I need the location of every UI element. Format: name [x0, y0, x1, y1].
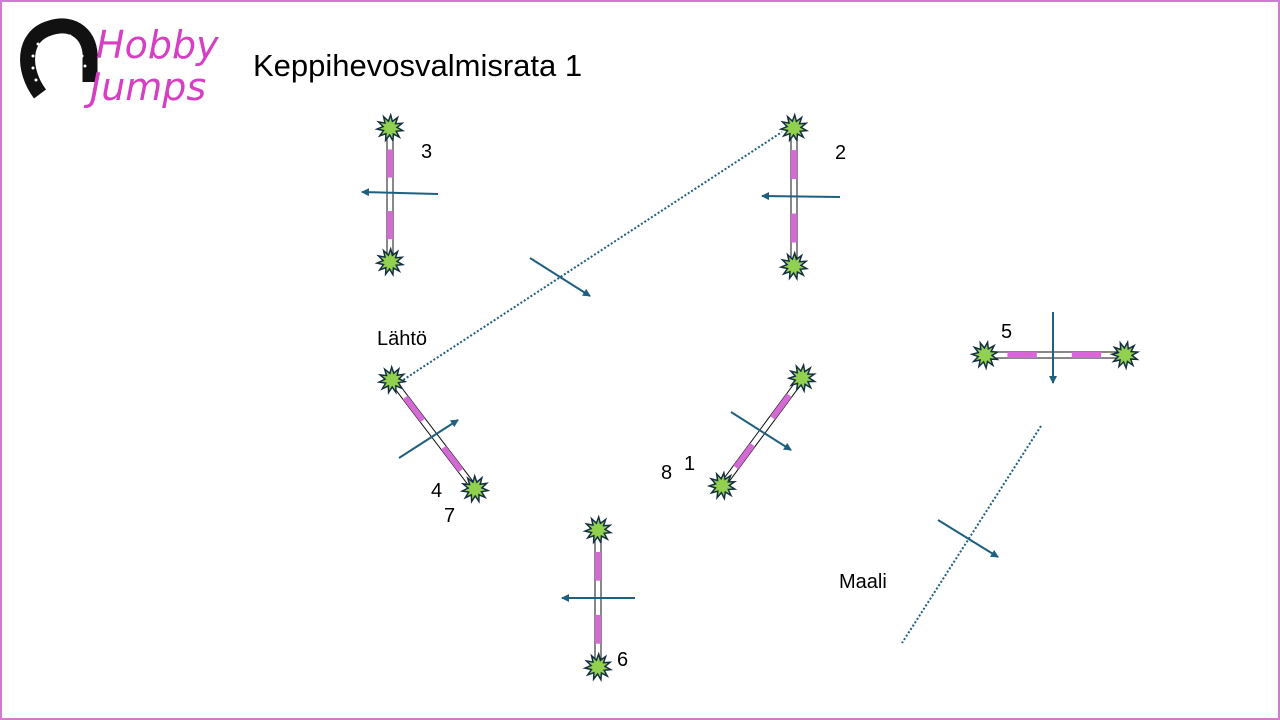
start-label: Lähtö — [377, 328, 427, 350]
direction-arrow-icon — [361, 188, 439, 197]
jump-number-6: 6 — [617, 649, 628, 671]
pole-stripe — [595, 551, 601, 581]
bush-icon — [786, 362, 817, 394]
bush-icon — [459, 473, 491, 504]
bush-icon — [376, 364, 408, 395]
pole — [386, 127, 394, 263]
pole-stripe — [402, 395, 426, 423]
direction-arrow-icon — [529, 257, 591, 297]
jump-number-7: 7 — [444, 505, 455, 527]
jump-number-3: 3 — [421, 141, 432, 163]
jump-5 — [969, 339, 1141, 371]
bush-icon — [374, 112, 406, 144]
bush-icon — [582, 651, 614, 683]
jump-number-4: 4 — [431, 480, 442, 502]
finish-label: Maali — [839, 571, 887, 593]
jump-number-1: 1 — [684, 453, 695, 475]
finish-line — [901, 425, 1042, 644]
bush-icon — [374, 246, 406, 278]
pole-stripe — [441, 445, 464, 473]
direction-arrow-icon — [730, 411, 792, 451]
jump-number-8: 8 — [661, 462, 672, 484]
bush-icon — [778, 250, 810, 282]
bush-icon — [1109, 339, 1141, 371]
pole-stripe — [770, 393, 792, 420]
logo: Hobby Jumps — [20, 18, 219, 109]
jump-3 — [374, 112, 406, 278]
pole-stripe — [791, 150, 797, 180]
start-line — [399, 131, 783, 383]
logo-text-jumps: Jumps — [83, 65, 206, 109]
page-title: Keppihevosvalmisrata 1 — [253, 48, 582, 83]
bush-icon — [969, 339, 1001, 371]
direction-arrow-icon — [937, 519, 999, 558]
pole-stripe — [387, 211, 393, 240]
pole-stripe — [1071, 352, 1102, 358]
pole — [388, 377, 479, 492]
bush-icon — [706, 470, 738, 502]
pole-stripe — [1007, 352, 1037, 358]
bush-icon — [582, 514, 614, 546]
pole — [984, 351, 1126, 359]
jump-number-5: 5 — [1001, 321, 1012, 343]
pole-stripe — [733, 442, 755, 470]
direction-arrow-icon — [398, 419, 459, 459]
bush-icon — [778, 112, 810, 144]
jump-number-2: 2 — [835, 142, 846, 164]
direction-arrow-icon — [761, 192, 841, 201]
pole-stripe — [791, 213, 797, 243]
logo-text-hobby: Hobby — [96, 23, 219, 67]
pole-stripe — [387, 149, 393, 178]
pole-stripe — [595, 614, 601, 644]
horseshoe-icon — [20, 18, 98, 99]
